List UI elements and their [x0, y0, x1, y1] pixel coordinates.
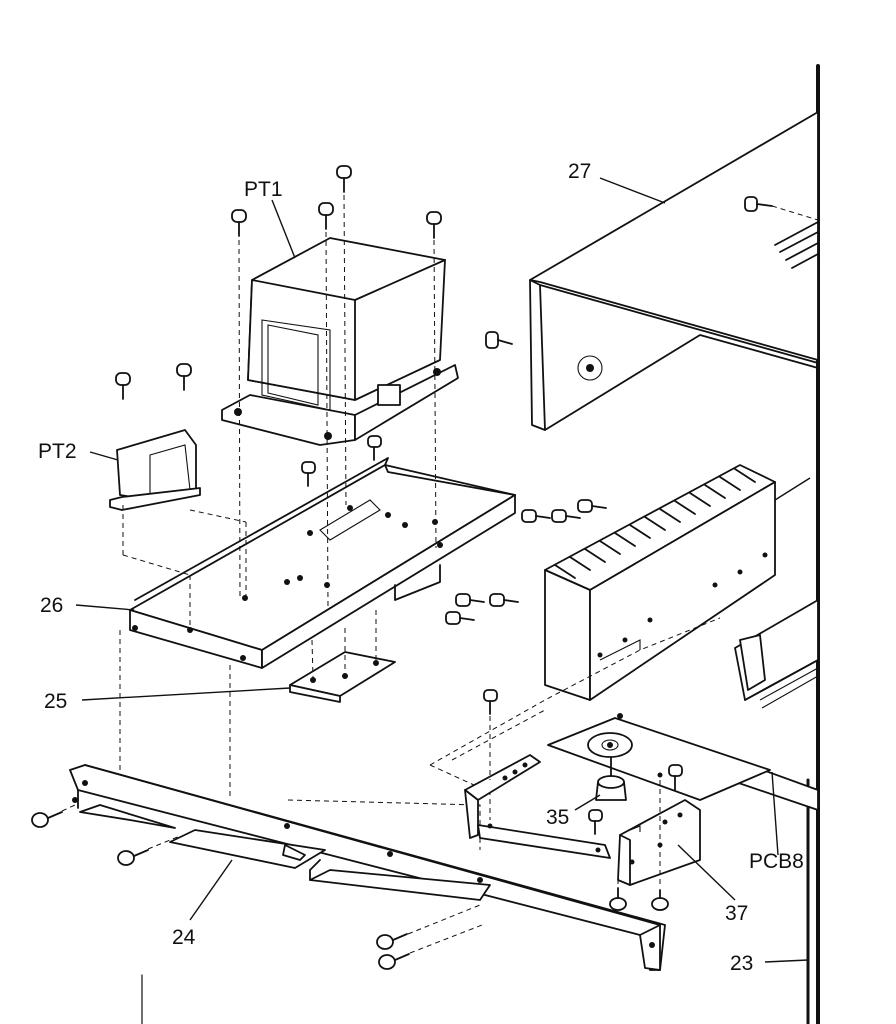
label-37: 37: [725, 902, 748, 925]
shield-plate: [547, 713, 771, 801]
part-labels: PT1 27 PT2 26 25 24 35 37 PCB8 23: [38, 160, 804, 975]
label-23: 23: [730, 952, 753, 975]
screw-icon: [588, 809, 603, 835]
front-screws: [31, 804, 483, 970]
leader-lines: [75, 177, 809, 963]
label-26: 26: [40, 594, 63, 617]
heatsink: [544, 464, 811, 701]
label-pt2: PT2: [38, 440, 77, 463]
screw-icon: [117, 849, 149, 866]
heatsink-fins: [554, 468, 756, 579]
screw-icon: [231, 209, 247, 237]
rail-teeth: [759, 667, 819, 709]
screw-icon: [378, 953, 410, 970]
screw-icon: [336, 165, 352, 193]
screw-icon: [176, 363, 192, 391]
heatsink-screws: [445, 499, 607, 625]
screw-icon: [376, 933, 408, 950]
screw-icon: [367, 435, 382, 461]
screw-icon: [489, 593, 519, 607]
bracket-37: [617, 799, 701, 886]
screw-icon: [318, 202, 334, 230]
pt1-screws: [231, 165, 442, 609]
bracket-mid: [464, 754, 611, 859]
screw-icon: [31, 811, 63, 828]
screw-icon: [668, 764, 683, 791]
label-pt1: PT1: [244, 178, 283, 201]
screw-icon: [551, 509, 581, 523]
screw-icon: [609, 887, 627, 911]
label-35: 35: [546, 806, 569, 829]
label-25: 25: [44, 690, 67, 713]
screw-icon: [445, 611, 475, 625]
transformer-pt2: [109, 363, 247, 628]
chassis-outline: [119, 617, 721, 850]
screw-icon: [301, 461, 316, 487]
tray-bracket-26: [129, 457, 516, 669]
screw-icon: [455, 593, 485, 607]
transformer-pt1: [221, 237, 459, 446]
label-27: 27: [568, 160, 591, 183]
screw-icon: [483, 689, 498, 715]
screw-icon: [115, 372, 131, 400]
top-cover-27: [485, 111, 819, 431]
foot-35: [587, 732, 633, 801]
screw-icon: [651, 889, 669, 911]
screw-icon: [744, 196, 773, 212]
vent-slots: [774, 221, 819, 269]
screw-icon: [577, 499, 607, 513]
label-pcb8: PCB8: [749, 850, 804, 873]
bracket-25: [289, 610, 396, 703]
screw-icon: [485, 331, 513, 349]
screw-icon: [521, 509, 551, 523]
front-rail-24: [69, 764, 666, 971]
screw-icon: [426, 211, 442, 239]
label-24: 24: [172, 926, 196, 949]
